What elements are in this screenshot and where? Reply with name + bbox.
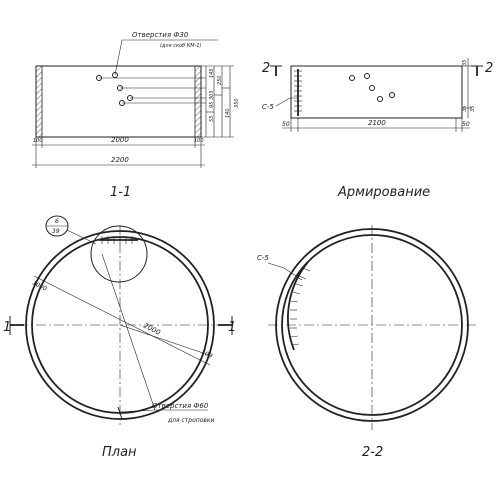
section-1-1-holes — [96, 72, 206, 106]
plan-detail-circle — [90, 225, 148, 283]
reinforcement-view: 2 2 С-5 35 35 35 50 2100 50 Армирование — [262, 58, 493, 200]
plan-cut-1-right-label: 1 — [228, 320, 236, 335]
section-2-2-view: С-5 2-2 — [257, 225, 476, 460]
dim-250: 250 — [217, 75, 223, 85]
dim-100-left: 100 — [33, 138, 43, 144]
reinforcement-mesh-ticks — [294, 70, 302, 112]
reinforcement-dim-35-b2: 35 — [470, 106, 476, 112]
plan-diameter-dim-line — [33, 275, 211, 366]
plan-callout-top: 6 — [55, 218, 59, 225]
dim-2000: 2000 — [111, 136, 129, 144]
plan-cut-1-left-label: 1 — [3, 320, 11, 335]
dim-305: 305 — [209, 90, 215, 100]
plan-hole-note-2: для строповки — [167, 417, 215, 424]
reinforcement-holes — [349, 73, 395, 102]
section-1-1-body — [35, 65, 202, 138]
section-1-1-hole-leader — [114, 39, 218, 76]
section-1-1-vertical-dims — [201, 65, 234, 138]
reinforcement-mesh-leader — [275, 97, 298, 107]
reinforcement-dim-35-top: 35 — [462, 60, 468, 66]
plan-dim-100: 100 — [200, 349, 214, 361]
dim-95: 95 — [209, 102, 215, 108]
dim-350: 350 — [234, 98, 240, 108]
section-1-1-view: Отверстия Ф30 (для скоб КМ-1) 145 250 35… — [32, 31, 240, 200]
reinforcement-dim-35-b1: 35 — [462, 106, 468, 112]
reinforcement-mesh-label: С-5 — [262, 103, 274, 111]
reinforcement-horizontal-dims — [282, 118, 470, 132]
section-1-1-hole-note-2: (для скоб КМ-1) — [160, 43, 202, 49]
reinforcement-dim-2100: 2100 — [368, 119, 386, 127]
section-2-2-mesh-ticks — [290, 267, 311, 346]
section-1-1-hole-note-1: Отверстия Ф30 — [132, 31, 189, 39]
section-1-1-right-wall — [194, 65, 202, 138]
plan-view: 6 39 1000 2000 100 1 1 Отверстия Ф60 для… — [3, 215, 236, 460]
section-1-1-horizontal-dims — [32, 137, 205, 168]
cut-2-left-label: 2 — [262, 61, 270, 76]
section-2-2-caption: 2-2 — [362, 445, 383, 460]
reinforcement-body — [290, 65, 463, 119]
plan-caption: План — [102, 445, 137, 460]
dim-55: 55 — [209, 116, 215, 122]
dim-2200: 2200 — [111, 156, 129, 164]
plan-lifting-hole-leaders — [101, 253, 208, 420]
dim-140: 140 — [225, 108, 231, 118]
section-2-2-mesh-leader — [267, 262, 303, 281]
plan-callout-bottom: 39 — [52, 228, 60, 235]
reinforcement-vertical-dims — [462, 58, 472, 118]
section-2-2-mesh-arc — [287, 261, 309, 351]
reinforcement-dim-50-left: 50 — [282, 121, 290, 128]
section-1-1-left-wall — [35, 65, 43, 138]
plan-hole-note-1: Отверстия Ф60 — [152, 402, 209, 410]
plan-detail-mesh — [99, 236, 138, 244]
reinforcement-caption: Армирование — [337, 185, 430, 200]
plan-wall-dim-line — [119, 324, 213, 357]
section-2-2-mesh-label: С-5 — [257, 254, 269, 262]
cut-2-right-label: 2 — [485, 61, 493, 76]
plan-dim-2000: 2000 — [142, 322, 162, 337]
dim-100-right: 100 — [194, 138, 204, 144]
section-1-1-caption: 1-1 — [110, 185, 131, 200]
dim-145: 145 — [209, 68, 215, 78]
reinforcement-dim-50-right: 50 — [462, 121, 470, 128]
